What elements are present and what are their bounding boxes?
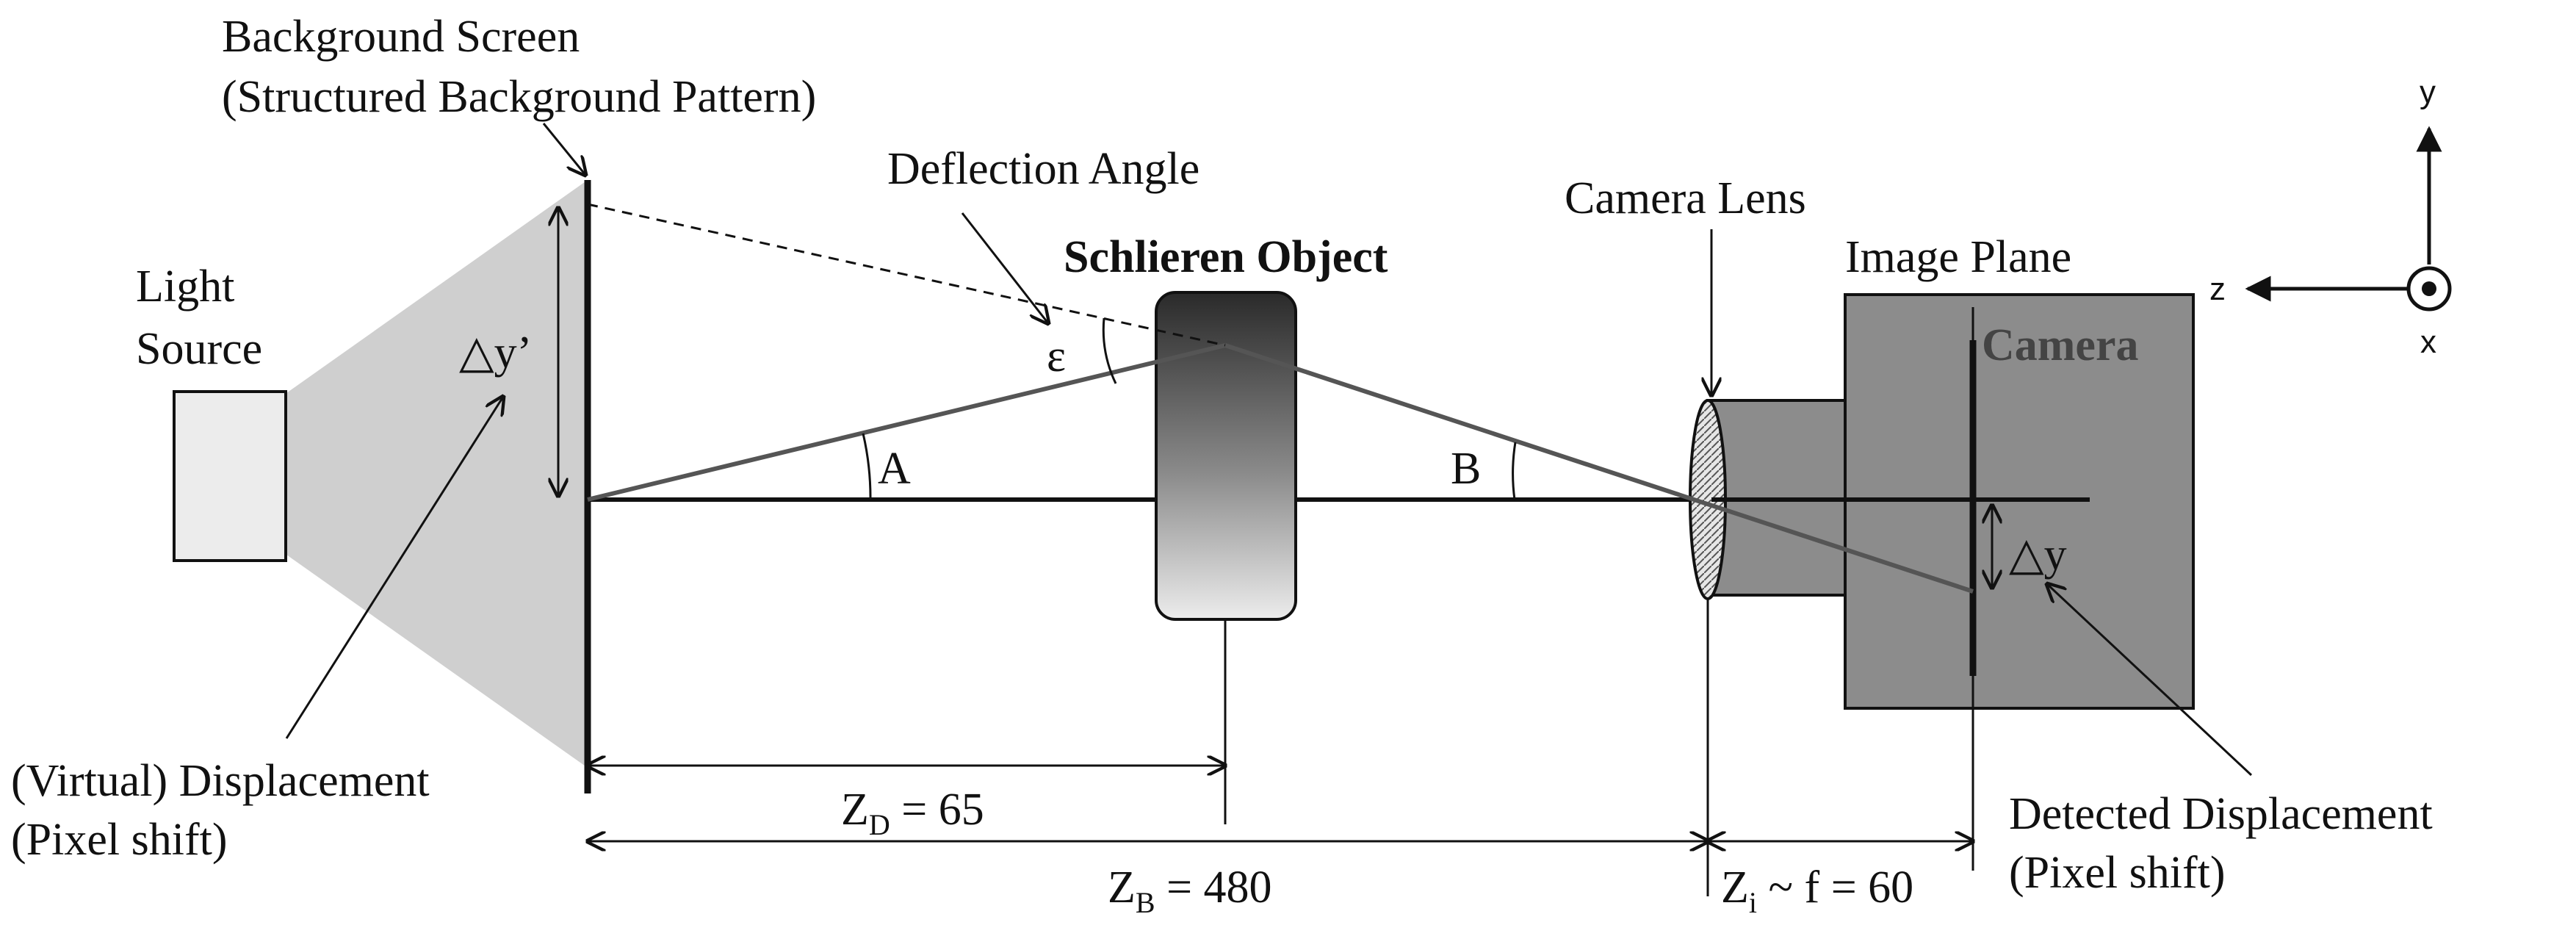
zi-label: Zi ~ f = 60 [1721, 863, 1913, 919]
delta-y-label: △y [2009, 530, 2067, 580]
z-axis-label: z [2209, 271, 2226, 307]
angle-b-label: B [1451, 444, 1481, 494]
detected-displacement-label: Detected Displacement [2009, 789, 2433, 839]
virtual-ray [587, 203, 1226, 347]
angle-a-arc [862, 433, 872, 500]
angle-b-arc [1512, 442, 1517, 500]
virtual-disp-callout-arrow [285, 397, 503, 739]
light-source-label-line2: Source [136, 324, 262, 374]
angle-a-label: A [878, 444, 911, 494]
epsilon-label: ε [1047, 331, 1066, 381]
deflection-angle-label: Deflection Angle [887, 144, 1199, 194]
x-axis-dot [2422, 281, 2436, 296]
schlieren-object-label: Schlieren Object [1064, 232, 1388, 282]
angle-epsilon-arc [1102, 317, 1117, 384]
y-axis-label: y [2420, 74, 2436, 110]
light-source [173, 390, 287, 562]
camera-lens-label: Camera Lens [1565, 173, 1806, 223]
light-source-label-line1: Light [136, 262, 234, 312]
ray-screen-to-object [587, 343, 1226, 502]
background-screen-label: Background Screen [222, 12, 580, 62]
camera-label: Camera [1982, 320, 2138, 370]
screen-callout-arrow [542, 123, 585, 175]
detected-pixel-shift-label: (Pixel shift) [2009, 848, 2225, 898]
delta-y-prime-label: △y’ [459, 328, 532, 378]
zd-label: ZD = 65 [841, 785, 984, 841]
light-cone [286, 180, 588, 768]
image-plane-label: Image Plane [1845, 232, 2071, 282]
virtual-pixel-shift-label: (Pixel shift) [11, 815, 227, 865]
deflection-callout-arrow [961, 212, 1048, 323]
schlieren-object [1155, 291, 1297, 621]
x-axis-label: x [2420, 324, 2436, 360]
background-pattern-label: (Structured Background Pattern) [222, 72, 816, 122]
ray-object-to-image [1224, 343, 1974, 594]
detected-disp-callout-arrow [2047, 584, 2253, 777]
zb-label: ZB = 480 [1108, 863, 1272, 919]
virtual-displacement-label: (Virtual) Displacement [11, 756, 430, 806]
